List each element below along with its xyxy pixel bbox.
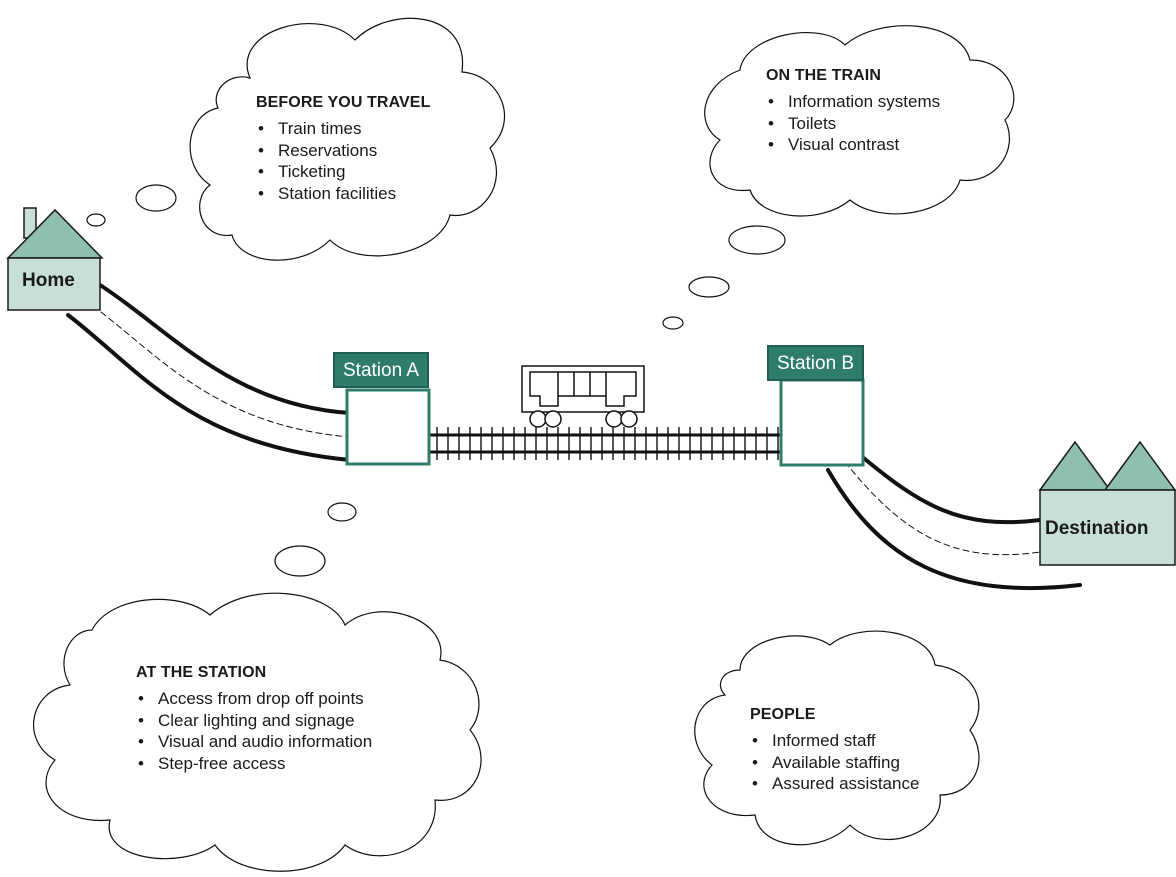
list-item: Reservations <box>256 140 430 162</box>
list-item: Access from drop off points <box>136 688 372 710</box>
list-item: Assured assistance <box>750 773 919 795</box>
road-station-b-to-destination <box>826 453 1082 590</box>
home-house <box>6 207 104 311</box>
before-you-travel-title: BEFORE YOU TRAVEL <box>256 94 431 111</box>
list-item: Informed staff <box>750 730 919 752</box>
station-b-building <box>779 378 865 467</box>
train-carriage <box>521 365 645 428</box>
on-the-train-text: ON THE TRAIN Information systems Toilets… <box>766 67 940 156</box>
home-label: Home <box>22 270 75 291</box>
station-b-label: Station B <box>767 345 865 381</box>
list-item: Station facilities <box>256 183 430 205</box>
road-home-to-station-a <box>66 283 352 462</box>
thought-bubbles <box>86 184 786 577</box>
destination-label: Destination <box>1045 518 1149 539</box>
station-a-building <box>345 388 431 466</box>
list-item: Step-free access <box>136 753 372 775</box>
at-the-station-title: AT THE STATION <box>136 664 267 681</box>
list-item: Information systems <box>766 91 940 113</box>
list-item: Visual and audio information <box>136 731 372 753</box>
list-item: Available staffing <box>750 752 919 774</box>
list-item: Clear lighting and signage <box>136 710 372 732</box>
list-item: Toilets <box>766 113 940 135</box>
station-a-label: Station A <box>333 352 430 388</box>
before-you-travel-text: BEFORE YOU TRAVEL Train times Reservatio… <box>256 94 430 204</box>
list-item: Visual contrast <box>766 134 940 156</box>
people-title: PEOPLE <box>750 706 816 723</box>
destination-building <box>1038 440 1176 566</box>
list-item: Train times <box>256 118 430 140</box>
at-the-station-text: AT THE STATION Access from drop off poin… <box>136 664 372 774</box>
list-item: Ticketing <box>256 161 430 183</box>
railway-track <box>430 427 782 460</box>
on-the-train-title: ON THE TRAIN <box>766 67 881 84</box>
people-text: PEOPLE Informed staff Available staffing… <box>750 706 919 795</box>
